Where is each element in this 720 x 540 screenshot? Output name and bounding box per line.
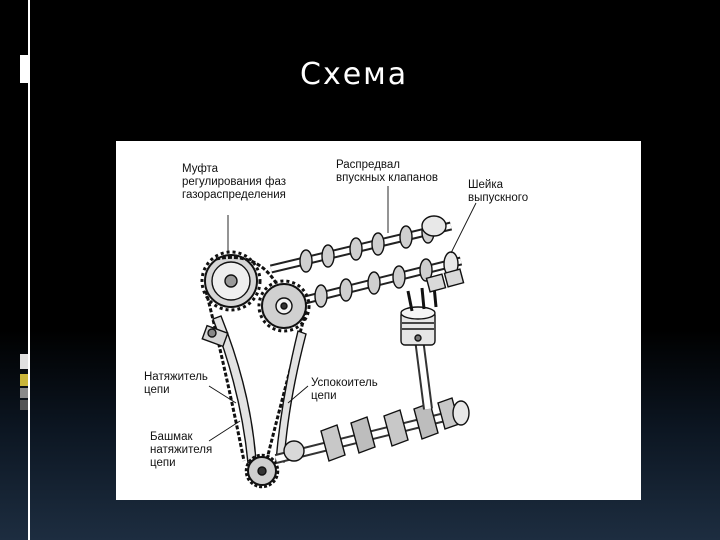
accent-bar-dark [20, 400, 28, 410]
label-intake-camshaft: Распредвал впускных клапанов [336, 159, 439, 184]
exhaust-camshaft [299, 251, 463, 308]
crankshaft [274, 397, 470, 464]
exhaust-sprocket [257, 279, 311, 333]
accent-bar-top [20, 55, 28, 83]
phase-coupling-sprocket [200, 250, 262, 312]
label-chain-tensioner: Натяжитель цепи [144, 371, 208, 396]
accent-bar-gray [20, 388, 28, 398]
label-exhaust-journal: Шейка выпускного [468, 179, 529, 204]
label-tensioner-shoe: Башмак натяжителя цепи [150, 431, 213, 469]
accent-bar-white [20, 354, 28, 369]
left-accent-rule [28, 0, 30, 540]
accent-bar-gold [20, 374, 28, 386]
label-phase-coupling: Муфта регулирования фаз газораспределени… [182, 163, 286, 201]
chain-tensioner-part [201, 324, 229, 348]
leader-lines [208, 186, 477, 442]
slide-title: Схема [300, 57, 409, 92]
label-chain-damper: Успокоитель цепи [311, 377, 378, 402]
intake-camshaft [269, 215, 453, 274]
engine-timing-diagram: Муфта регулирования фаз газораспределени… [116, 141, 641, 500]
valves [406, 268, 465, 312]
engine-drawing [200, 186, 477, 489]
piston-assembly [400, 306, 436, 410]
crank-sprocket [244, 453, 280, 489]
